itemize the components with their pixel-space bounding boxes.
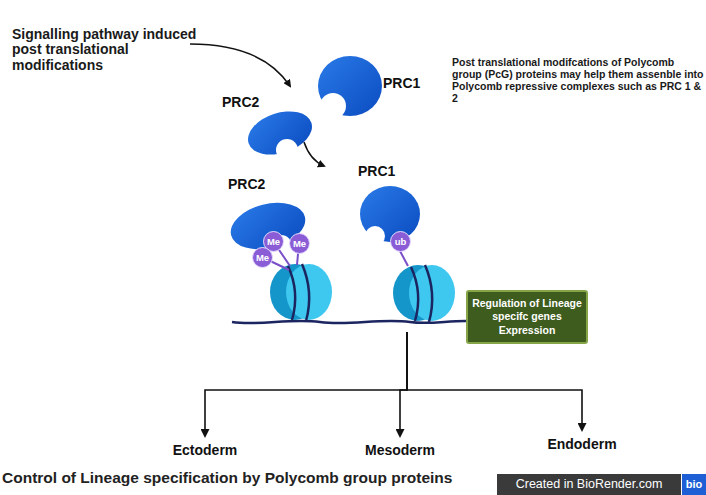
complex-name: PRC1 [358, 163, 395, 179]
watermark: Created in BioRender.com [497, 474, 681, 495]
mark-label: ub [395, 236, 407, 247]
layer-name: Ectoderm [173, 442, 238, 458]
complex-name: PRC1 [383, 75, 420, 91]
protein-complex: PRC2 [218, 92, 313, 157]
dna-strand [232, 321, 470, 323]
process-box: Regulation of Lineage specifc genes Expr… [466, 290, 588, 344]
layer-name: Mesoderm [365, 442, 435, 458]
germ-layer: Ectoderm [150, 438, 260, 462]
box-text: Regulation of Lineage specifc genes Expr… [472, 297, 582, 338]
complex-name: PRC2 [222, 94, 259, 110]
methyl-mark: Me [289, 233, 310, 254]
protein-complex: PRC2MeMeMe [222, 176, 342, 326]
protein-complex: PRC1 ub [352, 158, 462, 332]
methyl-mark: Me [252, 247, 273, 268]
histone-tail [400, 251, 408, 266]
ubiquitin-mark: ub [390, 231, 411, 252]
mark-label: Me [256, 252, 269, 263]
tree-arrow [400, 332, 407, 436]
protein-complex: PRC1 [312, 52, 422, 117]
prc1-protein [318, 56, 382, 119]
germ-layer: Endoderm [527, 432, 637, 456]
tree-arrow [205, 332, 407, 436]
nucleosome [393, 265, 455, 322]
logo: bio [682, 474, 706, 495]
note: Post translational modifcations of Polyc… [452, 56, 704, 104]
germ-layer: Mesoderm [345, 438, 455, 462]
complex-name: PRC2 [228, 176, 265, 192]
mark-label: Me [267, 236, 280, 247]
annotation: Signalling pathway induced post translat… [12, 27, 212, 73]
nucleosome [270, 264, 332, 321]
prc2-protein [242, 104, 317, 162]
assembly-arrow [304, 142, 324, 166]
layer-name: Endoderm [547, 436, 616, 452]
caption: Control of Lineage specification by Poly… [2, 469, 452, 487]
mark-label: Me [293, 238, 306, 249]
tree-arrow [407, 332, 582, 430]
signal-arrow [190, 44, 290, 86]
